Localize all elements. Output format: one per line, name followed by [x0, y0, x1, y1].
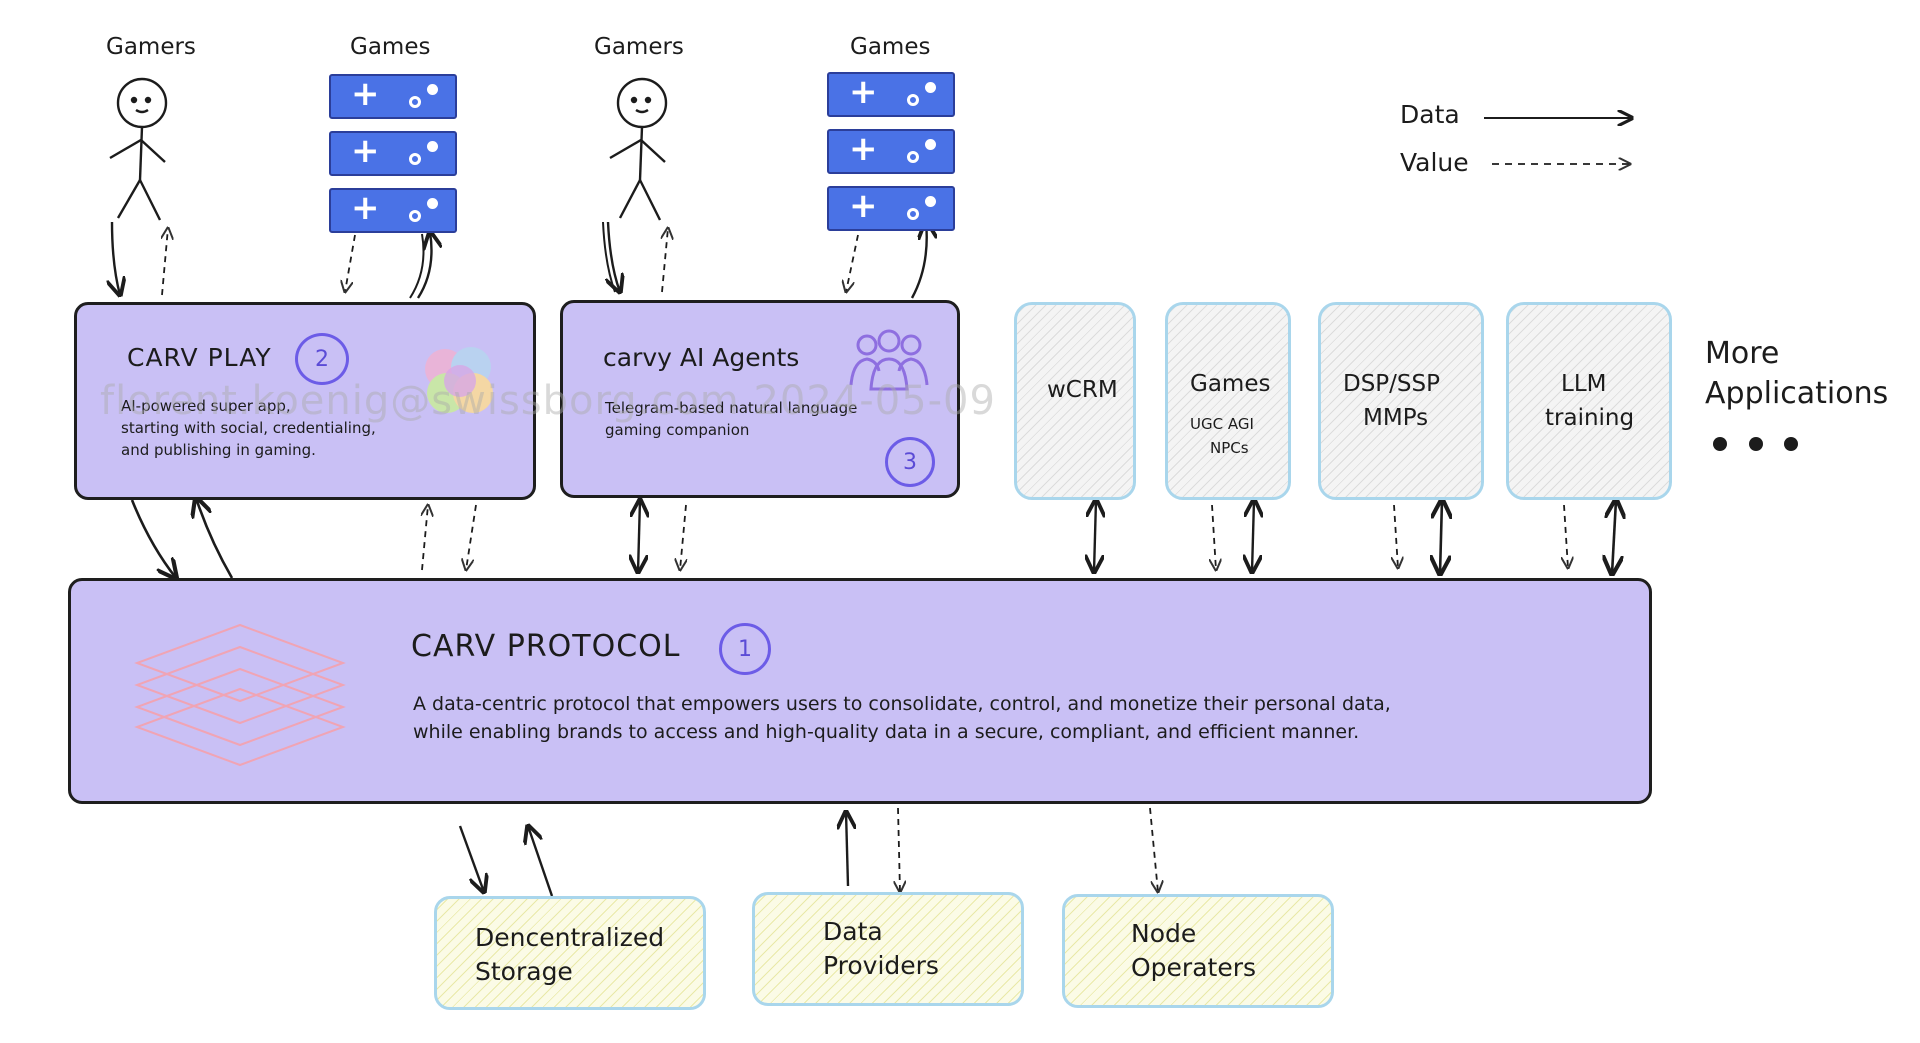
legend-arrows [1484, 118, 1632, 164]
operators-label-2: Operaters [1131, 953, 1257, 982]
app-games-sub-1: UGC AGI [1190, 415, 1254, 433]
arrows-top-left [112, 221, 432, 298]
watermark-text: florent.koenig@swissborg.com 2024-05-09 [100, 378, 996, 424]
carv-play-title: CARV PLAY [127, 343, 272, 372]
carv-play-box: CARV PLAY 2 AI-powered super app, starti… [74, 302, 536, 500]
label-gamers-2: Gamers [594, 34, 684, 60]
carvy-desc-2: gaming companion [605, 421, 750, 439]
carv-play-desc-1: AI-powered super app, [121, 397, 291, 415]
protocol-number-badge: 1 [719, 623, 771, 675]
arrows-top-middle [602, 222, 927, 299]
more-dots-icon [1713, 437, 1798, 451]
app-games-label: Games [1190, 371, 1271, 397]
carv-play-number-badge: 2 [295, 333, 349, 385]
gamer-figure-2 [609, 77, 668, 221]
gamer-figure-1 [109, 77, 168, 221]
game-tile-icon: + [329, 131, 457, 176]
carv-play-desc-2: starting with social, credentialing, [121, 419, 376, 437]
app-dsp-label-2: MMPs [1363, 405, 1429, 431]
app-box-wcrm: wCRM [1014, 302, 1136, 500]
label-games-1: Games [350, 34, 431, 60]
carv-play-logo-icon [425, 347, 493, 413]
people-group-icon [849, 329, 929, 391]
more-apps-line-1: More [1705, 336, 1780, 371]
decentralized-storage-box: Dencentralized Storage [434, 896, 706, 1010]
app-box-llm: LLM training [1506, 302, 1672, 500]
app-dsp-label-1: DSP/SSP [1343, 371, 1440, 397]
arrows-bottom [458, 807, 1158, 896]
storage-label-2: Storage [475, 957, 573, 986]
layers-icon [134, 623, 346, 767]
providers-label-1: Data [823, 917, 883, 946]
carv-play-desc-3: and publishing in gaming. [121, 441, 316, 459]
carvy-desc-1: Telegram-based natural language [605, 399, 858, 417]
arrows-middle [130, 498, 1616, 578]
game-tile-icon: + [827, 72, 955, 117]
app-games-sub-2: NPCs [1210, 439, 1249, 457]
legend-data-label: Data [1400, 100, 1460, 129]
protocol-desc-2: while enabling brands to access and high… [413, 721, 1360, 743]
legend-value-label: Value [1400, 148, 1469, 177]
carvy-number-badge: 3 [885, 437, 935, 487]
carvy-ai-agents-box: carvy AI Agents Telegram-based natural l… [560, 300, 960, 498]
game-tile-icon: + [329, 188, 457, 233]
label-gamers-1: Gamers [106, 34, 196, 60]
carvy-title: carvy AI Agents [603, 343, 800, 372]
operators-label-1: Node [1131, 919, 1197, 948]
app-box-dsp-ssp: DSP/SSP MMPs [1318, 302, 1484, 500]
game-tile-icon: + [827, 129, 955, 174]
data-providers-box: Data Providers [752, 892, 1024, 1006]
carv-protocol-box: CARV PROTOCOL 1 A data-centric protocol … [68, 578, 1652, 804]
providers-label-2: Providers [823, 951, 939, 980]
app-box-games: Games UGC AGI NPCs [1165, 302, 1291, 500]
app-wcrm-label: wCRM [1047, 377, 1118, 403]
app-llm-label-1: LLM [1561, 371, 1607, 397]
protocol-title: CARV PROTOCOL [411, 629, 681, 664]
protocol-desc-1: A data-centric protocol that empowers us… [413, 693, 1391, 715]
game-tile-icon: + [827, 186, 955, 231]
storage-label-1: Dencentralized [475, 923, 665, 952]
more-apps-line-2: Applications [1705, 376, 1889, 411]
node-operators-box: Node Operaters [1062, 894, 1334, 1008]
app-llm-label-2: training [1545, 405, 1635, 431]
game-tile-icon: + [329, 74, 457, 119]
label-games-2: Games [850, 34, 931, 60]
